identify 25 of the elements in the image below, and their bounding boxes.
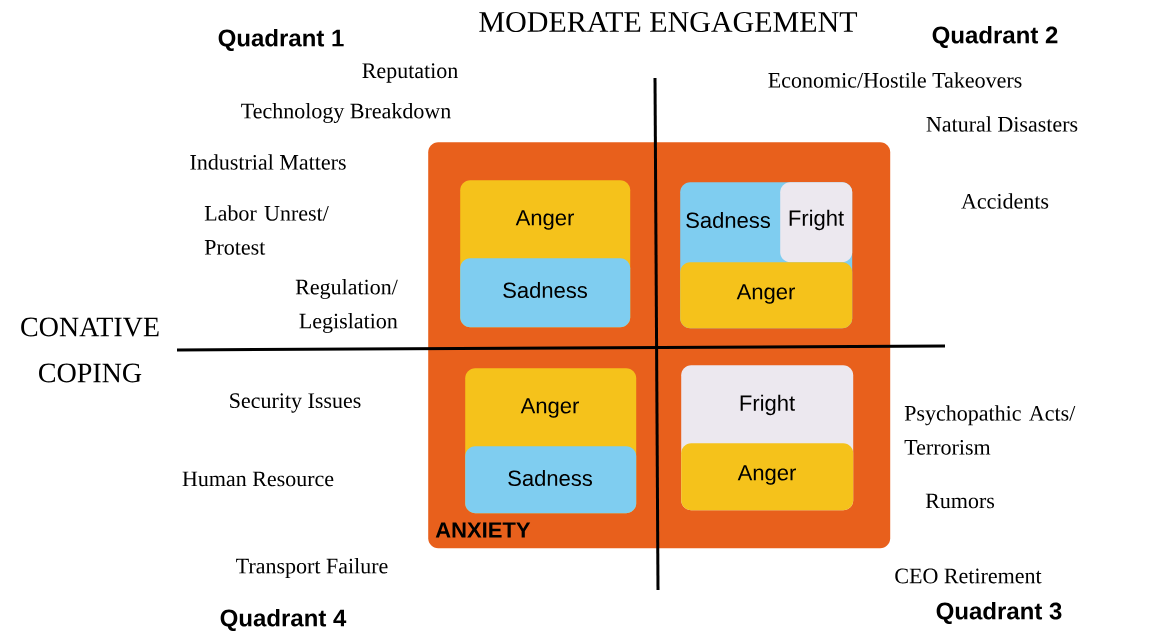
issue-label: Human Resource xyxy=(182,471,334,487)
issue-label: Regulation/ Legislation xyxy=(295,279,398,333)
issue-label: Natural Disasters xyxy=(926,116,1078,132)
emotion-box: Fright xyxy=(780,182,853,263)
emotion-box: Anger xyxy=(681,443,854,511)
issue-label: Technology Breakdown xyxy=(241,103,451,123)
issue-label: Industrial Matters xyxy=(190,154,346,170)
issue-label: Rumors xyxy=(925,493,995,509)
quadrant-label: Quadrant 1 xyxy=(218,28,344,52)
issue-label: Economic/Hostile Takeovers xyxy=(768,72,1022,88)
issue-label: Accidents xyxy=(961,193,1049,209)
emotion-box: Sadness xyxy=(460,258,631,328)
issue-label: Security Issues xyxy=(230,393,361,413)
heading: MODERATE ENGAGEMENT xyxy=(479,11,858,33)
quadrant-label: Quadrant 3 xyxy=(936,601,1062,625)
issue-label: CEO Retirement xyxy=(895,568,1042,584)
quadrant-label: Quadrant 2 xyxy=(932,25,1058,49)
issue-label: Labor Unrest/ Protest xyxy=(204,205,329,255)
emotion-box: Sadness xyxy=(465,446,637,514)
issue-label: Reputation xyxy=(362,63,458,83)
issue-label: Transport Failure xyxy=(236,558,388,578)
issue-label: Psychopathic Acts/ Terrorism xyxy=(904,405,1076,455)
quadrant-label: Quadrant 4 xyxy=(220,608,347,632)
emotion-box: Anger xyxy=(680,262,853,329)
axis-title: CONATIVE COPING xyxy=(21,317,159,383)
